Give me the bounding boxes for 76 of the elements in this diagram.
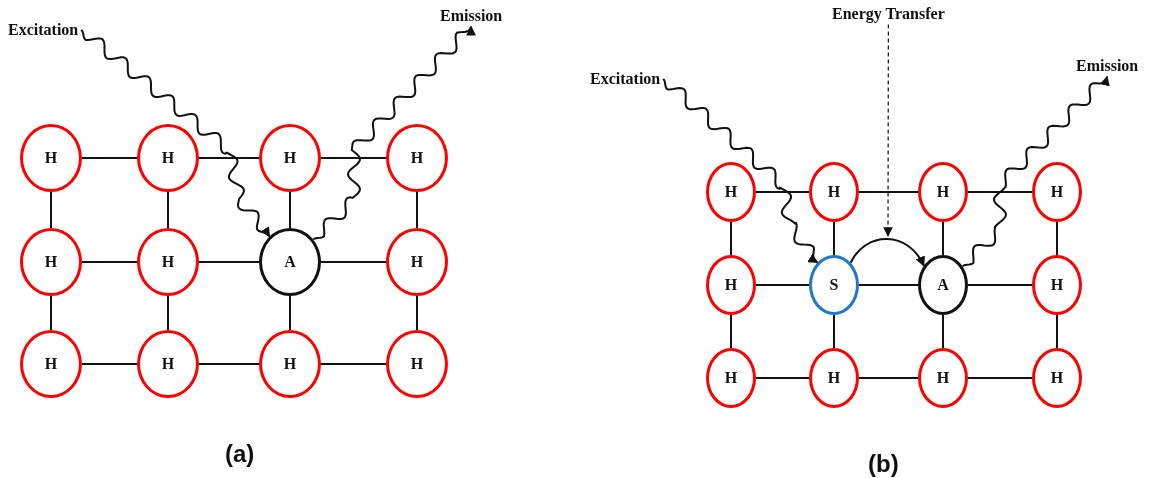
site-letter: H: [1050, 276, 1064, 294]
panel-label: (b): [868, 450, 899, 478]
connector-line: [755, 191, 810, 193]
wavy-arrow: [312, 25, 477, 241]
connector-line: [942, 221, 944, 256]
connector-line: [942, 314, 944, 349]
connector-line: [167, 295, 169, 331]
caption-text: Energy Transfer: [832, 5, 945, 23]
site-letter: H: [44, 149, 58, 167]
connector-line: [198, 363, 260, 365]
connector-line: [320, 261, 387, 263]
site-letter: H: [283, 149, 297, 167]
site-letter: H: [724, 369, 738, 387]
connector-line: [198, 157, 260, 159]
connector-line: [289, 191, 291, 229]
site-letter: A: [937, 276, 949, 294]
lattice-site-circle: [918, 255, 968, 315]
site-letter: H: [410, 149, 424, 167]
connector-line: [198, 261, 260, 263]
wavy-arrow: [662, 77, 819, 264]
caption-text: Excitation: [590, 70, 661, 88]
connector-line: [1056, 221, 1058, 256]
wavy-arrow: [80, 28, 271, 238]
connector-line: [416, 295, 418, 331]
site-letter: H: [161, 355, 175, 373]
connector-line: [967, 191, 1033, 193]
caption-text: Emission: [1076, 57, 1139, 75]
connector-line: [967, 377, 1033, 379]
site-letter: H: [44, 355, 58, 373]
site-letter: H: [410, 355, 424, 373]
connector-line: [967, 284, 1033, 286]
site-letter: H: [1050, 369, 1064, 387]
connector-line: [858, 377, 919, 379]
connector-line: [416, 191, 418, 229]
site-letter: H: [724, 276, 738, 294]
site-letter: H: [44, 253, 58, 271]
connector-line: [167, 191, 169, 229]
lattice-site-circle: [706, 162, 756, 222]
lattice-site-circle: [809, 255, 859, 315]
lattice-site-circle: [137, 124, 199, 192]
connector-line: [320, 157, 387, 159]
connector-line: [833, 221, 835, 256]
connector-line: [730, 221, 732, 256]
site-letter: H: [827, 183, 841, 201]
lattice-site-circle: [259, 228, 321, 296]
connector-line: [730, 314, 732, 349]
connector-line: [858, 284, 919, 286]
connector-line: [320, 363, 387, 365]
site-letter: H: [161, 149, 175, 167]
connector-line: [755, 284, 810, 286]
connector-line: [50, 191, 52, 229]
connector-line: [289, 295, 291, 331]
site-letter: H: [1050, 183, 1064, 201]
site-letter: H: [161, 253, 175, 271]
site-letter: A: [284, 253, 296, 271]
connector-line: [50, 295, 52, 331]
connector-line: [81, 261, 138, 263]
connector-line: [81, 363, 138, 365]
site-letter: H: [283, 355, 297, 373]
curved-arrow: [849, 238, 925, 267]
connector-line: [755, 377, 810, 379]
site-letter: H: [936, 183, 950, 201]
site-letter: H: [724, 183, 738, 201]
connector-line: [1056, 314, 1058, 349]
connector-line: [833, 314, 835, 349]
site-letter: S: [829, 276, 839, 294]
caption-text: Excitation: [8, 21, 79, 39]
wavy-arrow: [961, 75, 1110, 268]
panel-label: (a): [225, 440, 255, 468]
dashed-arrow: [883, 24, 893, 237]
site-letter: H: [410, 253, 424, 271]
caption-text: Emission: [440, 7, 503, 25]
connector-line: [81, 157, 138, 159]
connector-line: [858, 191, 919, 193]
site-letter: H: [827, 369, 841, 387]
site-letter: H: [936, 369, 950, 387]
